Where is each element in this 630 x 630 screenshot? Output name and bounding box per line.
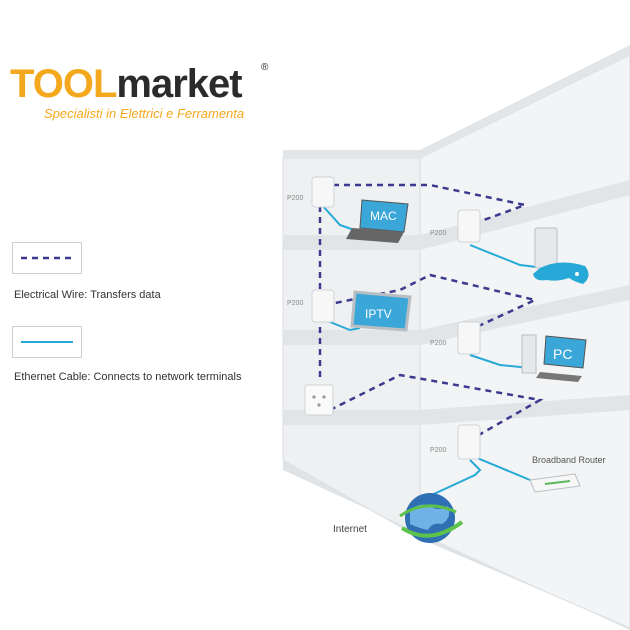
solid-line-icon <box>21 341 73 343</box>
floor-3 <box>283 395 630 425</box>
electrical-wire-path <box>318 183 544 442</box>
pc-computer <box>521 334 587 382</box>
floor-1 <box>283 180 630 250</box>
logo-wordmark-market: market <box>116 62 242 106</box>
adapter-top-left <box>311 176 335 208</box>
cable-router <box>469 454 531 481</box>
adapter-label-1: P200 <box>287 195 303 202</box>
adapter-mid-right <box>457 321 481 355</box>
mac-laptop <box>346 199 409 243</box>
logo-wordmark: TOOLmarket <box>10 60 243 108</box>
logo-wordmark-tool: TOOL <box>10 62 117 106</box>
internet-globe <box>399 493 464 543</box>
wall-socket <box>304 384 334 416</box>
floor-2 <box>283 285 630 345</box>
adapter-mid-left <box>311 289 335 323</box>
cable-router-internet <box>409 459 482 506</box>
broadband-router <box>529 473 581 493</box>
game-console <box>533 227 589 284</box>
legend-ethernet-label: Ethernet Cable: Connects to network term… <box>14 371 242 383</box>
dashed-line-icon <box>21 256 73 260</box>
adapter-label-4: P200 <box>430 340 446 347</box>
legend-electrical-label: Electrical Wire: Transfers data <box>14 289 161 301</box>
legend-ethernet-swatch <box>12 326 82 358</box>
adapter-label-3: P200 <box>287 300 303 307</box>
registered-mark: ® <box>261 62 269 73</box>
roof-edge <box>283 45 630 158</box>
adapter-top-right <box>457 209 481 243</box>
wire-top <box>322 183 530 227</box>
logo-tagline: Specialisti in Elettrici e Ferramenta <box>44 106 245 121</box>
iptv-screen <box>350 290 412 332</box>
cable-pc <box>469 354 531 369</box>
adapter-bottom-right <box>457 424 481 460</box>
toolmarket-logo: TOOLmarket ® Specialisti in Elettrici e … <box>10 60 270 130</box>
internet-label: Internet <box>333 524 367 535</box>
mac-label: MAC <box>370 209 397 223</box>
pc-label: PC <box>553 346 572 362</box>
wire-middle <box>324 273 539 332</box>
adapter-labels: P200 P200 P200 P200 P200 <box>287 195 446 454</box>
iptv-label: IPTV <box>365 307 392 321</box>
legend-electrical-swatch <box>12 242 82 274</box>
adapter-label-5: P200 <box>430 447 446 454</box>
adapter-label-2: P200 <box>430 230 446 237</box>
router-label: Broadband Router <box>532 455 606 465</box>
cable-iptv <box>324 319 361 332</box>
